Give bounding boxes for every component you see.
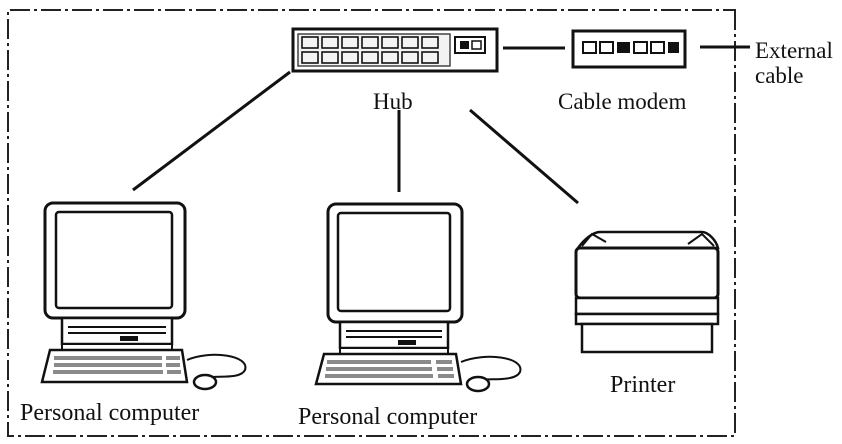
pc-middle-label: Personal computer (298, 404, 478, 430)
pc-left-icon (40, 201, 247, 391)
pc-left-label: Personal computer (20, 400, 200, 426)
external-cable-label-line2: cable (755, 63, 804, 89)
cable-modem-icon (571, 29, 687, 69)
hub-pc-left-link (132, 70, 291, 192)
hub-printer-link (469, 108, 579, 205)
external-cable-label: External cable (755, 38, 833, 89)
printer-label: Printer (610, 372, 676, 398)
hub-icon (291, 27, 499, 73)
hub-label: Hub (373, 89, 413, 114)
diagram-frame (7, 9, 736, 437)
cable-modem-label: Cable modem (558, 89, 687, 114)
external-cable-label-line1: External (755, 38, 833, 63)
printer-icon (574, 230, 720, 354)
pc-middle-icon (314, 202, 522, 393)
